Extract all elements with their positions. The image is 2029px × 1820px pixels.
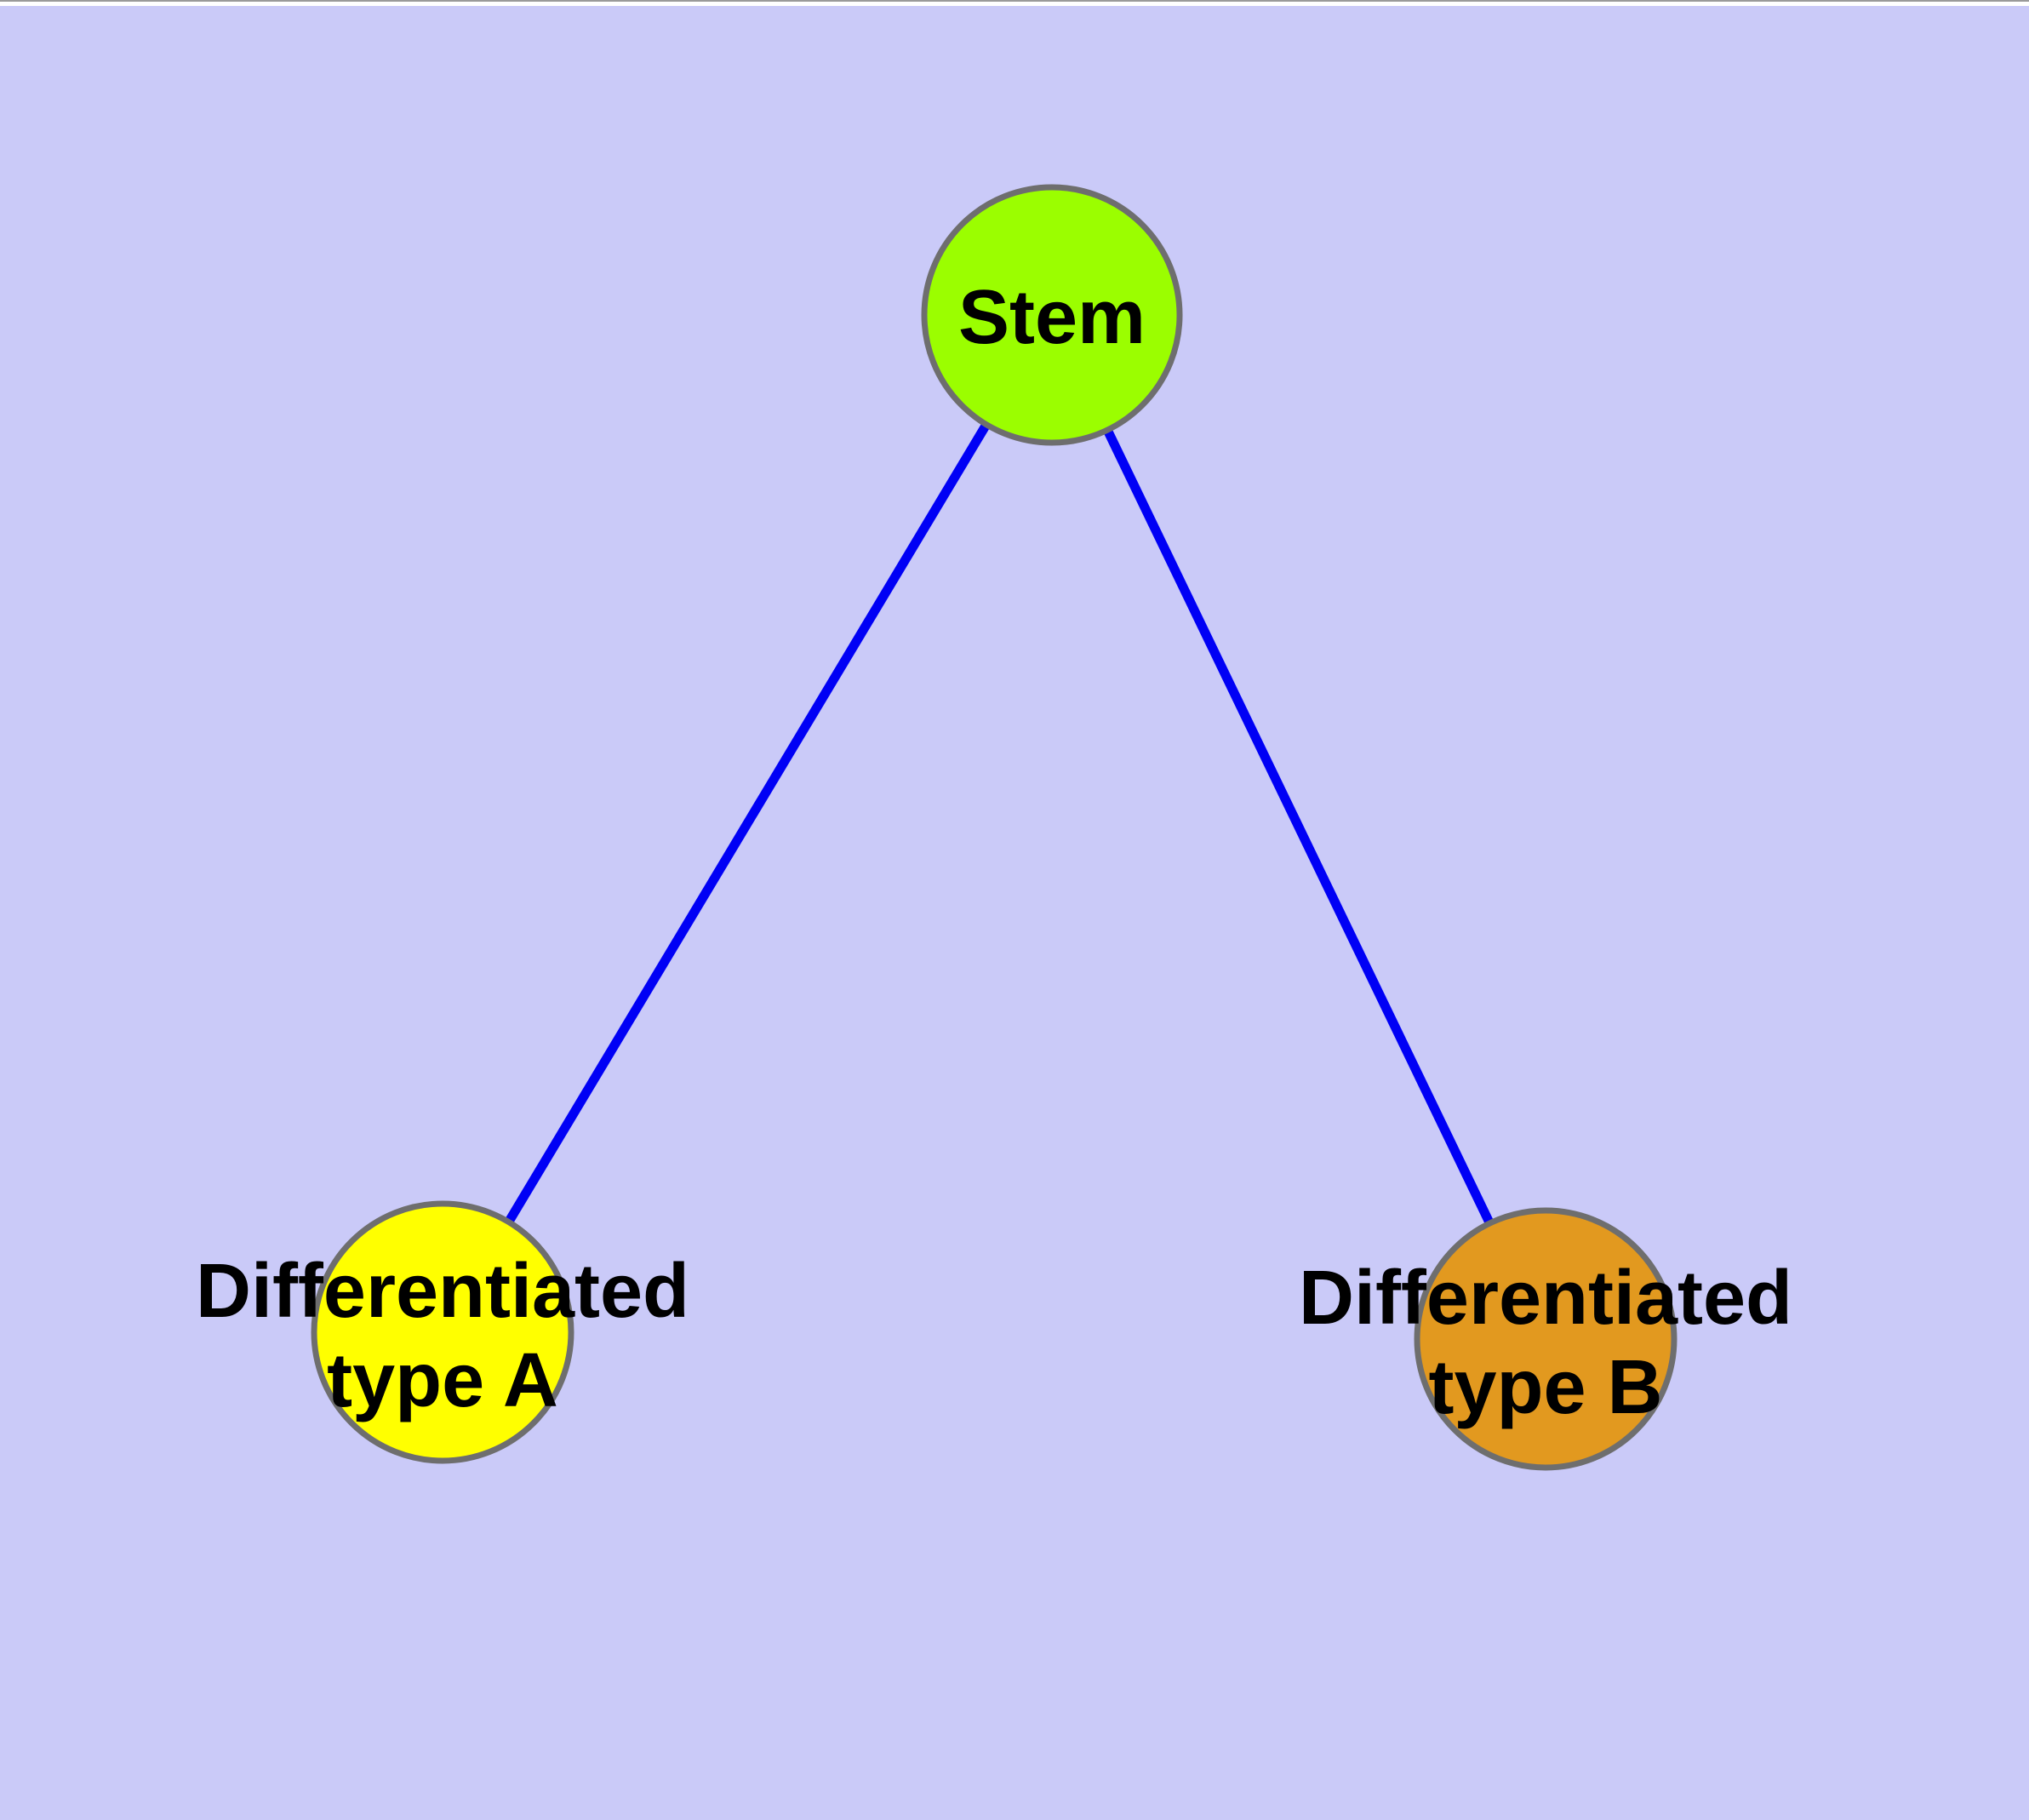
top-margin-strip xyxy=(0,2,2029,6)
node-differentiated-type-a-label-line-2: type A xyxy=(327,1338,558,1423)
node-stem xyxy=(921,184,1183,446)
node-differentiated-type-b-label-line-2: type B xyxy=(1428,1345,1662,1430)
window-top-edge xyxy=(0,0,2029,2)
node-differentiated-type-b xyxy=(1414,1207,1677,1471)
node-differentiated-type-a xyxy=(311,1200,574,1464)
node-differentiated-type-a-label-line-1: Differentiated xyxy=(196,1249,689,1334)
edge-stem-to-type-a xyxy=(438,312,1056,1335)
node-differentiated-type-b-label-line-1: Differentiated xyxy=(1299,1256,1792,1341)
edge-stem-to-type-b xyxy=(1048,312,1550,1342)
node-stem-label: Stem xyxy=(958,275,1146,360)
